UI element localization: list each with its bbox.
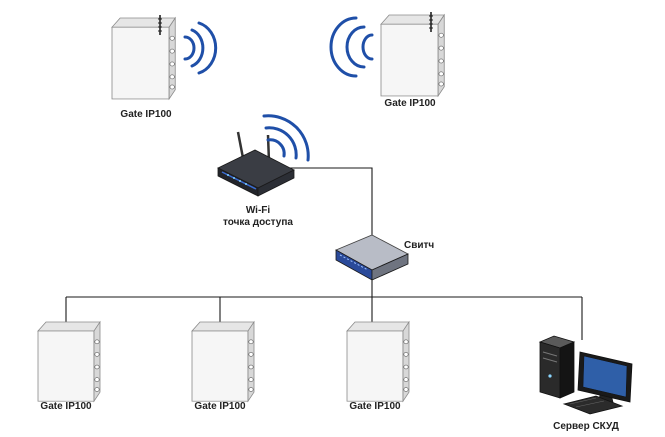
gate-controller-icon [380,14,445,97]
gate-ip100-bottom-3: Gate IP100 [346,321,410,412]
network-cables [65,167,583,340]
server-pc-icon [538,335,633,415]
wifi-waves-icon [262,114,310,162]
gate-label: Gate IP100 [120,109,172,120]
wifi-label: Wi-Fi [246,205,271,216]
server-label: Сервер СКУД [553,421,619,432]
gate-controller-icon [37,321,101,402]
gate-controller-icon [191,321,255,402]
gate-label: Gate IP100 [384,98,436,109]
wifi-sublabel: точка доступа [223,217,293,228]
gate-ip100-bottom-1: Gate IP100 [37,321,101,412]
network-switch-icon [335,234,409,281]
gate-label: Gate IP100 [194,401,246,412]
acs-server: Сервер СКУД [538,335,633,432]
gate-ip100-bottom-2: Gate IP100 [191,321,255,412]
cable-router-switch [290,167,373,237]
gate-label: Gate IP100 [40,401,92,412]
gate-ip100-top-left: Gate IP100 [111,14,218,120]
gate-ip100-top-right: Gate IP100 [329,11,445,109]
network-switch: Свитч [335,234,434,281]
gate-controller-icon [346,321,410,402]
gate-controller-icon [111,17,176,100]
wifi-router-icon [217,131,295,197]
gate-label: Gate IP100 [349,401,401,412]
wifi-access-point: Wi-Fi точка доступа [217,114,310,228]
wifi-waves-icon [329,16,374,78]
wifi-waves-icon [183,21,218,75]
switch-label: Свитч [404,240,434,251]
